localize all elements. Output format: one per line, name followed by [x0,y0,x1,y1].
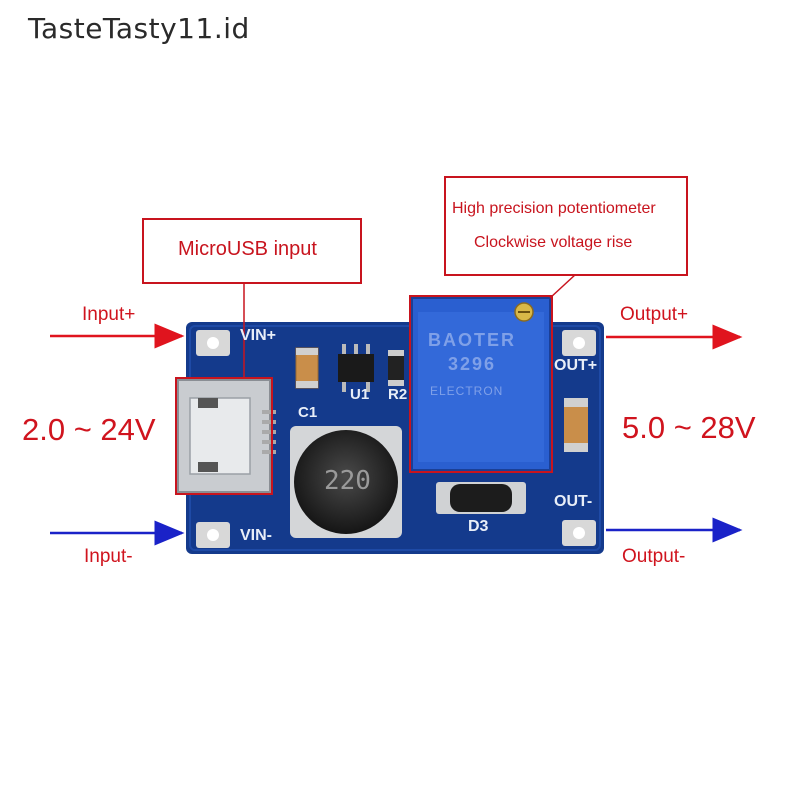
resistor-r2 [388,350,404,386]
pad-vin-plus [196,330,230,356]
potentiometer-highlight [409,295,553,473]
silk-c1: C1 [298,404,318,421]
silk-vin-minus: VIN- [240,527,272,544]
input-plus-label: Input+ [82,304,136,325]
input-minus-label: Input- [84,546,133,567]
silk-d3: D3 [468,518,489,535]
ic-u1 [338,344,374,392]
silk-out-plus: OUT+ [554,357,598,374]
pad-vin-minus [196,522,230,548]
potentiometer-callout-line1: High precision potentiometer [452,200,656,217]
inductor-value: 220 [324,466,371,496]
microusb-callout-text: MicroUSB input [178,238,317,260]
diode-d3 [436,482,526,514]
inductor [290,426,402,538]
pad-out-plus [562,330,596,356]
pad-out-minus [562,520,596,546]
microusb-highlight [175,377,273,495]
output-voltage-range: 5.0 ~ 28V [622,410,756,445]
potentiometer-callout: High precision potentiometer Clockwise v… [444,176,688,276]
potentiometer-callout-line2: Clockwise voltage rise [474,234,633,251]
silk-u1: U1 [350,386,370,403]
potentiometer [411,297,551,471]
pot-marking-2: 3296 [448,354,497,374]
watermark-text: TasteTasty11.id [28,12,250,45]
potentiometer-callout-line [549,273,577,299]
microusb-connector [177,379,276,493]
microusb-callout: MicroUSB input [142,218,362,284]
silk-vin-plus: VIN+ [240,327,277,344]
output-plus-label: Output+ [620,304,689,325]
output-capacitor [564,398,588,452]
output-minus-label: Output- [622,546,686,567]
silk-r2: R2 [388,386,408,403]
pot-marking-3: ELECTRON [430,384,504,398]
capacitor-c1 [295,347,319,389]
input-voltage-range: 2.0 ~ 24V [22,412,156,447]
pot-marking-1: BAOTER [428,330,516,350]
silk-out-minus: OUT- [554,493,593,510]
